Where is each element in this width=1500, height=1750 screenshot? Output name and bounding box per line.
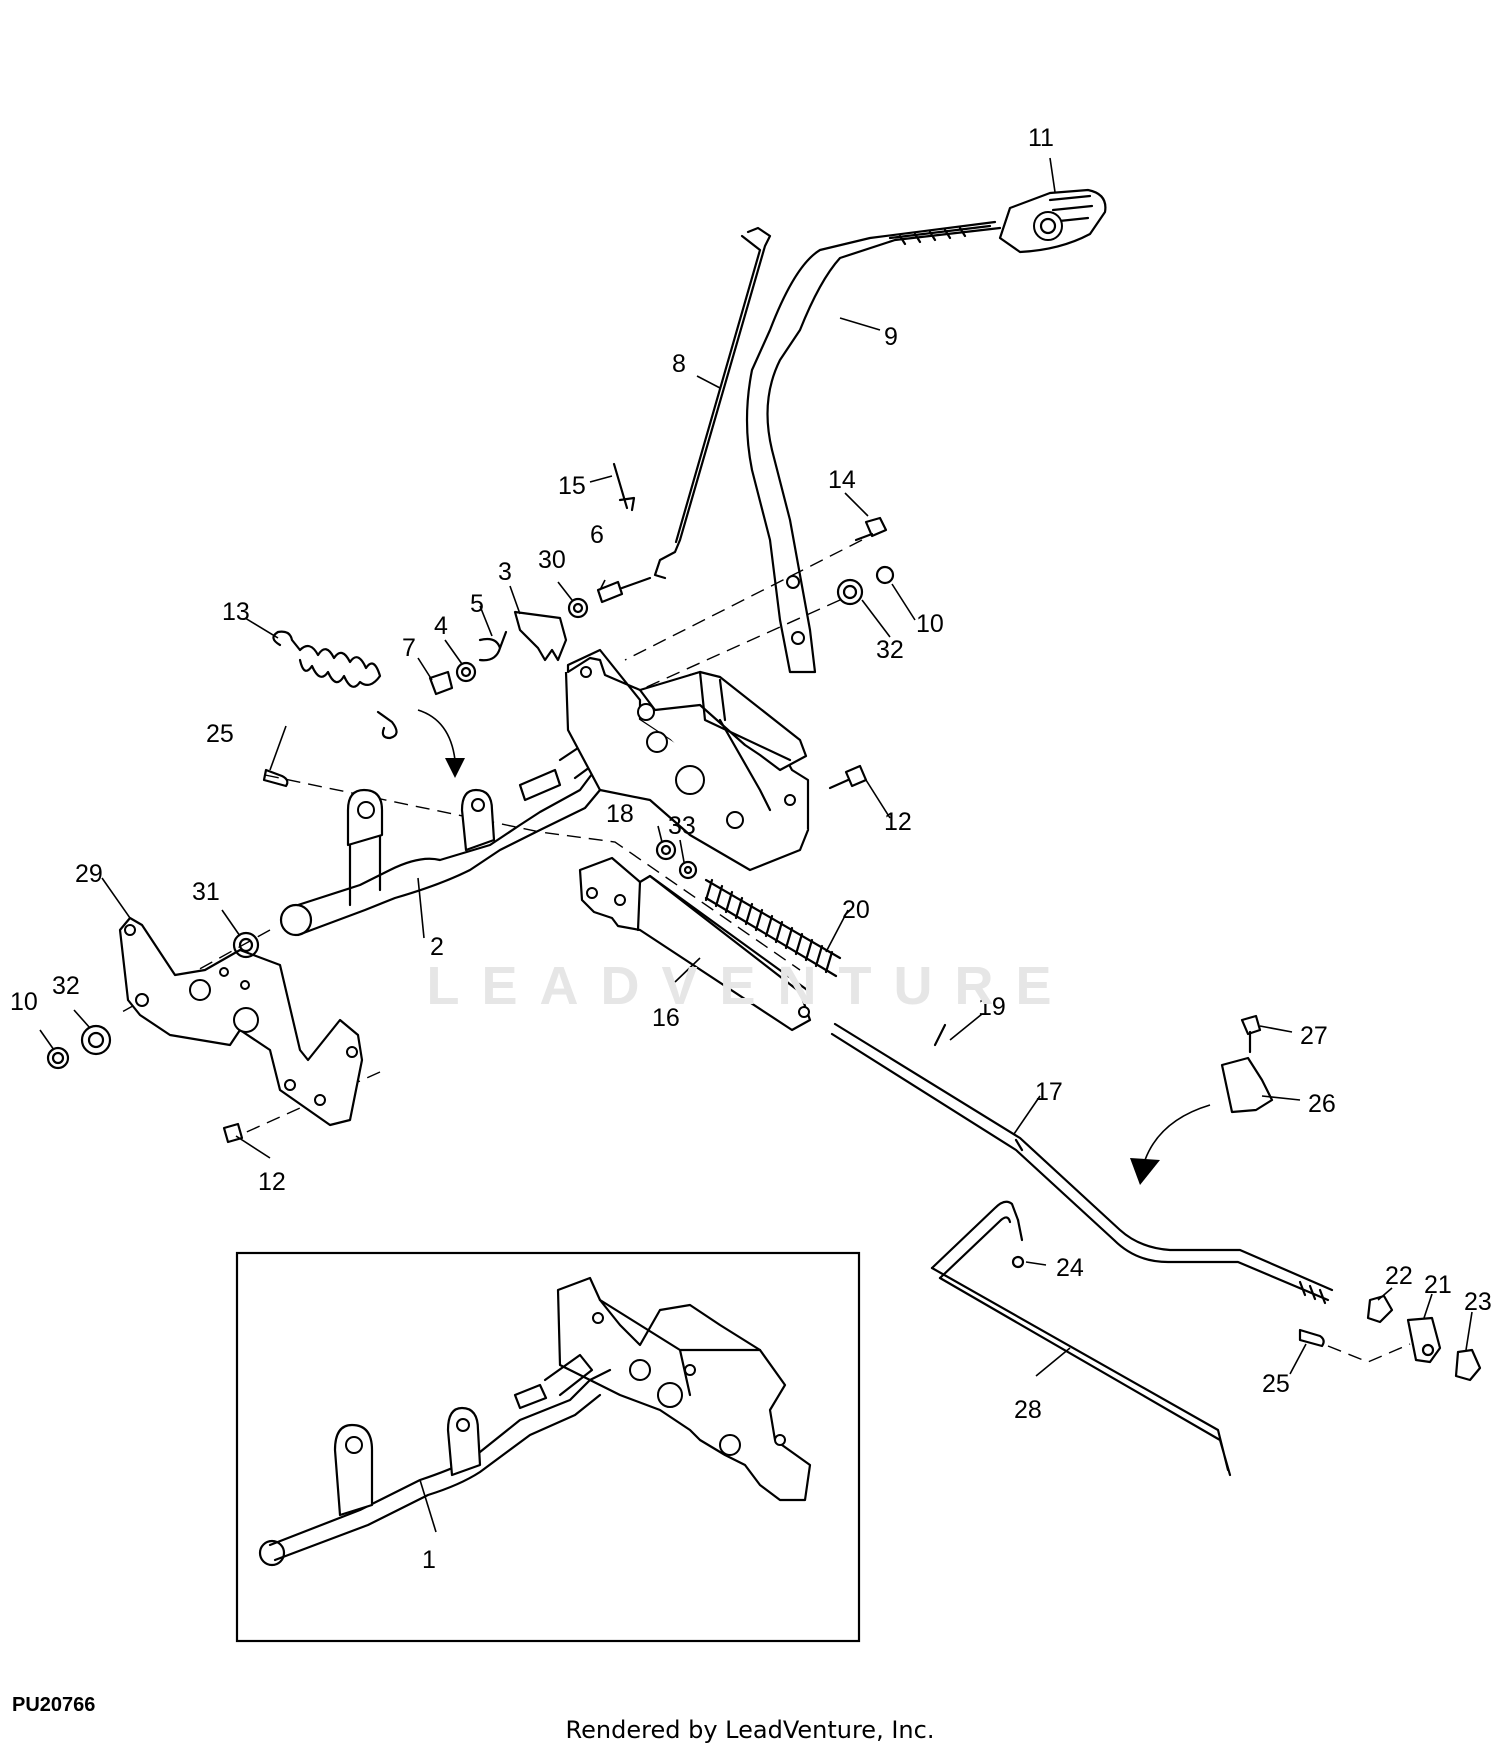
hairpin-clip-part (262, 768, 289, 788)
callout-22: 22 (1385, 1262, 1413, 1290)
main-bracket-part (564, 648, 810, 872)
callout-32a: 32 (876, 636, 904, 664)
callout-1: 1 (422, 1546, 436, 1574)
lift-shaft-assembly-inset (258, 1276, 812, 1567)
support-rod-part (930, 1200, 1232, 1477)
assembly-line (624, 539, 863, 661)
callout-13: 13 (222, 598, 250, 626)
callout-8: 8 (672, 350, 686, 378)
callout-6: 6 (590, 521, 604, 549)
drawing-id: PU20766 (12, 1694, 96, 1716)
hardware-cluster (428, 576, 652, 696)
spring-bracket-part (578, 856, 812, 1032)
cotter-pin-part (1011, 1255, 1025, 1269)
callout-31: 31 (192, 878, 220, 906)
callout-27: 27 (1300, 1022, 1328, 1050)
assembly-line (639, 599, 841, 691)
inset-frame (235, 1251, 861, 1643)
callout-4: 4 (434, 612, 448, 640)
fasteners-right (836, 516, 895, 606)
washers-left (46, 931, 260, 1070)
callout-30: 30 (538, 546, 566, 574)
callout-33: 33 (668, 812, 696, 840)
left-bracket-part (118, 916, 364, 1127)
rod-part (653, 226, 772, 580)
callout-21: 21 (1424, 1271, 1452, 1299)
callout-24: 24 (1056, 1254, 1084, 1282)
pedal-pad-part (998, 188, 1107, 254)
direction-arrow (417, 709, 465, 778)
render-credit: Rendered by LeadVenture, Inc. (565, 1716, 935, 1744)
assembly-line (264, 774, 801, 971)
callout-23: 23 (1464, 1288, 1492, 1316)
callout-16: 16 (652, 1004, 680, 1032)
callout-26: 26 (1308, 1090, 1336, 1118)
fasteners-right-lower (1298, 1294, 1482, 1382)
callout-12a: 12 (884, 808, 912, 836)
callout-17: 17 (1035, 1078, 1063, 1106)
callout-3: 3 (498, 558, 512, 586)
direction-arrow (1130, 1104, 1211, 1185)
callout-7: 7 (402, 634, 416, 662)
watermark: LEADVENTURE (426, 956, 1074, 1016)
lift-rod-part (830, 1022, 1334, 1305)
callout-19: 19 (978, 993, 1006, 1021)
callout-9: 9 (884, 323, 898, 351)
callout-18: 18 (606, 800, 634, 828)
callout-20: 20 (842, 896, 870, 924)
compression-spring-part (704, 878, 842, 978)
washers (655, 839, 698, 880)
bracket-clip-part (1220, 1014, 1274, 1114)
callout-14: 14 (828, 466, 856, 494)
callout-25a: 25 (206, 720, 234, 748)
callout-5: 5 (470, 590, 484, 618)
callout-labels: 1 2 3 4 5 6 7 8 9 10 10 11 12 12 13 14 1… (10, 124, 1492, 1574)
screw-part (828, 764, 868, 790)
callout-11: 11 (1028, 124, 1054, 152)
callout-32b: 32 (52, 972, 80, 1000)
leader-lines (39, 157, 1473, 1533)
pedal-arm-part (745, 220, 1002, 674)
callout-12b: 12 (258, 1168, 286, 1196)
pin-part (612, 462, 636, 512)
callout-28: 28 (1014, 1396, 1042, 1424)
callout-25b: 25 (1262, 1370, 1290, 1398)
callout-10b: 10 (10, 988, 38, 1016)
callout-15: 15 (558, 472, 586, 500)
extension-spring-part (272, 630, 398, 740)
callout-2: 2 (430, 933, 444, 961)
screw-part (222, 1122, 244, 1144)
lift-shaft-part (279, 728, 622, 937)
callout-10a: 10 (916, 610, 944, 638)
callout-29: 29 (75, 860, 103, 888)
